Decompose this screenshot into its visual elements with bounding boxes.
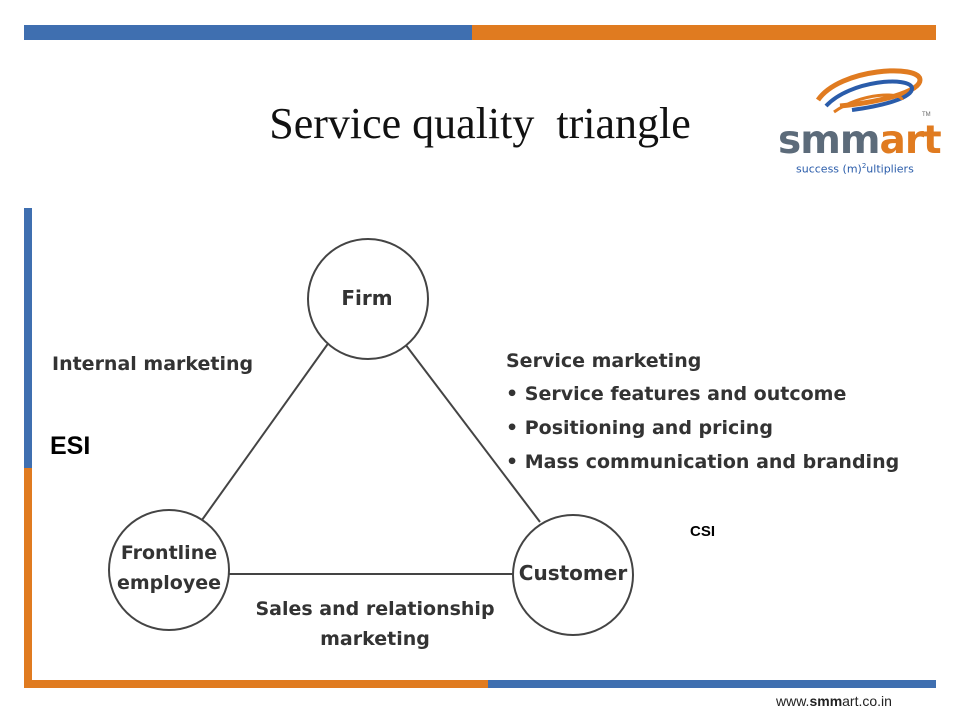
node-firm-circle xyxy=(307,238,429,360)
internal-marketing-label: Internal marketing xyxy=(52,353,254,375)
sales-relationship-marketing-label: Sales and relationship marketing xyxy=(230,594,520,654)
sales-label-line1: Sales and relationship xyxy=(255,598,495,620)
service-marketing-item: • Positioning and pricing xyxy=(506,417,773,439)
node-frontline-line2: employee xyxy=(116,572,221,594)
tagline-part-b: ultipliers xyxy=(866,162,914,176)
service-marketing-item: • Service features and outcome xyxy=(506,383,847,405)
node-frontline-label: Frontline employee xyxy=(104,538,234,598)
bottom-accent-bar-blue xyxy=(488,680,936,688)
tagline-superscript: 2 xyxy=(861,162,867,170)
website-bold: smm xyxy=(809,693,843,709)
logo-wordmark: smmart xyxy=(778,118,942,163)
edge-firm-customer xyxy=(401,339,541,523)
left-accent-bar-blue xyxy=(24,208,32,468)
node-firm-label: Firm xyxy=(341,286,393,310)
csi-annotation: CSI xyxy=(690,523,716,540)
bottom-accent-bar-orange xyxy=(24,680,488,688)
sales-label-line2: marketing xyxy=(320,628,430,650)
website-footer: www.smmart.co.in xyxy=(776,693,892,709)
smmart-logo-swoosh-icon xyxy=(815,68,923,114)
website-suffix: art.co.in xyxy=(842,693,892,709)
node-customer-circle xyxy=(512,514,634,636)
service-triangle-diagram xyxy=(108,238,634,636)
service-marketing-heading: Service marketing xyxy=(506,350,702,372)
top-accent-bar-blue xyxy=(24,25,472,40)
left-accent-bar-orange xyxy=(24,468,32,680)
logo-trademark: TM xyxy=(922,112,931,118)
node-frontline-circle xyxy=(108,509,230,631)
node-frontline-line1: Frontline xyxy=(120,542,218,564)
website-prefix: www. xyxy=(776,693,810,709)
esi-annotation: ESI xyxy=(50,432,91,460)
logo-wordmark-smm: smm xyxy=(778,118,880,163)
edge-firm-frontline xyxy=(201,337,333,521)
logo-wordmark-art: art xyxy=(879,118,942,163)
node-customer-label: Customer xyxy=(518,561,628,585)
service-marketing-item: • Mass communication and branding xyxy=(506,451,900,473)
slide-title: Service quality triangle xyxy=(269,99,691,148)
logo-tagline: success (m)2ultipliers xyxy=(796,162,914,176)
top-accent-bar-orange xyxy=(472,25,936,40)
tagline-part-a: success (m) xyxy=(796,162,862,176)
